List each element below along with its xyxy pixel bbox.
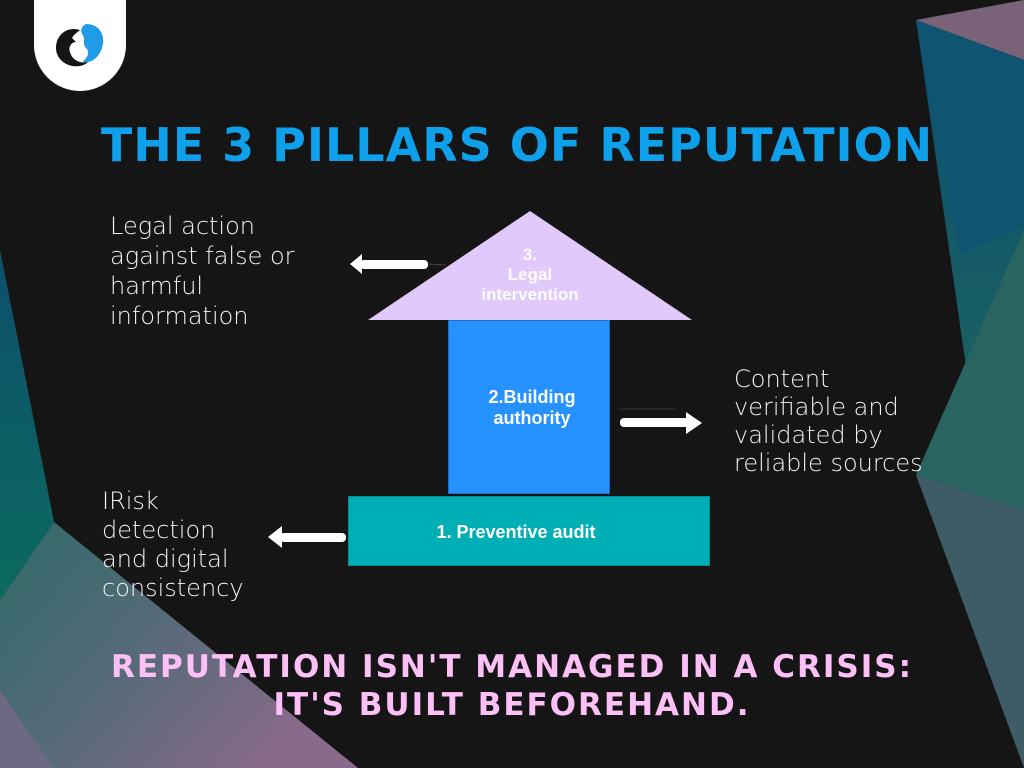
pillar-1-base bbox=[348, 496, 710, 566]
bg-shape-left-lower bbox=[0, 522, 358, 768]
arrow-left-icon bbox=[268, 526, 346, 548]
bg-shape-left bbox=[0, 250, 54, 600]
bg-shape-right-top bbox=[916, 0, 1024, 60]
bg-shape-right-bottom bbox=[916, 475, 1024, 768]
tagline: REPUTATION ISN'T MANAGED IN A CRISIS: IT… bbox=[111, 649, 913, 723]
bg-shape-right-low bbox=[916, 230, 1024, 510]
pillar-3-label: 3. Legal intervention bbox=[481, 245, 579, 304]
arrow-left-icon bbox=[350, 254, 447, 274]
bg-shape-right-mid bbox=[916, 20, 1024, 255]
arrow-right-icon bbox=[618, 408, 702, 434]
page-title: THE 3 PILLARS OF REPUTATION bbox=[100, 118, 934, 172]
pillar-1-label: 1. Preventive audit bbox=[436, 522, 596, 542]
building-authority-description: Content verifiable and validated by reli… bbox=[734, 365, 923, 477]
pillar-2-block bbox=[448, 320, 610, 494]
bg-shape-left-bottom bbox=[0, 690, 54, 768]
pillar-2-label: 2.Building authority bbox=[488, 387, 576, 428]
preventive-audit-description: IRisk detection and digital consistency bbox=[102, 487, 244, 602]
pillar-roof-triangle bbox=[368, 211, 692, 320]
brand-logo[interactable] bbox=[34, 0, 126, 91]
reputation-logo-icon bbox=[56, 24, 104, 67]
legal-intervention-description: Legal action against false or harmful in… bbox=[110, 212, 295, 330]
